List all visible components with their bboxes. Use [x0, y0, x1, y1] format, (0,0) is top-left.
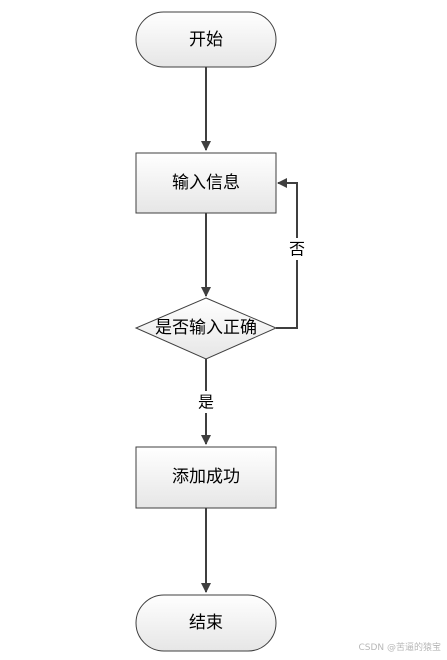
edge-label-yes: 是	[198, 393, 214, 412]
node-input-label: 输入信息	[172, 173, 240, 193]
edge-label-no-background	[287, 238, 307, 260]
node-success-label: 添加成功	[172, 467, 240, 487]
node-end-shape	[135, 594, 277, 652]
node-input: 输入信息	[135, 152, 277, 214]
watermark: CSDN @苦逼的猿宝	[358, 641, 441, 653]
node-start-label: 开始	[189, 30, 223, 50]
node-check-label: 是否输入正确	[155, 318, 257, 338]
node-end: 结束	[135, 594, 277, 652]
node-input-shape	[135, 152, 277, 214]
node-check: 是否输入正确	[134, 297, 278, 360]
node-start-shape	[135, 11, 277, 68]
node-start: 开始	[135, 11, 277, 68]
node-end-label: 结束	[189, 613, 223, 633]
edge-label-yes-background	[195, 391, 217, 413]
node-success: 添加成功	[135, 446, 277, 509]
node-success-shape	[135, 446, 277, 509]
edge-label-no: 否	[289, 240, 305, 259]
node-check-shape	[134, 297, 278, 360]
